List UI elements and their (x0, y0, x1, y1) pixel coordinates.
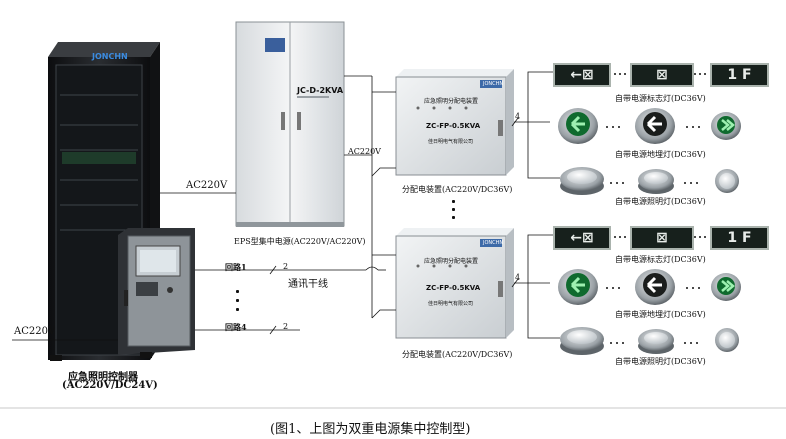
ground-light-1a (558, 108, 598, 144)
downlight-1a (560, 167, 604, 195)
box2-brand: JONCHN (483, 240, 504, 246)
eps-cabinet (235, 21, 345, 227)
loop1-label: 回路1 (225, 262, 247, 272)
controller-cabinet (48, 42, 195, 361)
loop1-wires: 2 (283, 262, 289, 271)
eps-caption: EPS型集中电源(AC220V/AC220V) (234, 237, 366, 246)
floor-sign-2: 1 F (710, 226, 769, 250)
box1-wires: 4 (515, 112, 521, 121)
exit-sign-1a: ←⊠ (553, 63, 611, 87)
light-caption-1: 自带电源照明灯(DC36V) (615, 197, 706, 206)
box1-title: 应急照明分配电装置 (424, 98, 479, 105)
eps-input-label: AC220V (186, 180, 228, 191)
ground-caption-2: 自带电源地埋灯(DC36V) (615, 310, 706, 319)
ground-light-2a (558, 269, 598, 305)
wiring (12, 71, 560, 341)
controller-label: 应急照明控制器 (68, 372, 138, 383)
downlight-2c (715, 328, 739, 352)
light-caption-2: 自带电源照明灯(DC36V) (615, 357, 706, 366)
exit-sign-1b: ⊠ (630, 63, 694, 87)
box1-maker: 佳日明电气有限公司 (428, 139, 474, 145)
ground-light-2c (711, 273, 741, 301)
figure-caption: (图1、上图为双重电源集中控制型) (270, 422, 471, 437)
ground-light-2b (635, 269, 675, 305)
downlight-1b (638, 169, 674, 194)
floor-sign-1: 1 F (710, 63, 769, 87)
box2-wires: 4 (515, 273, 521, 282)
box2-maker: 佳日明电气有限公司 (428, 301, 474, 307)
box1-brand: JONCHN (483, 81, 504, 87)
bus-voltage-label: AC220V (348, 147, 381, 156)
loop4-wires: 2 (283, 322, 289, 331)
eps-model: JC-D-2KVA (297, 86, 344, 95)
ground-caption-1: 自带电源地埋灯(DC36V) (615, 150, 706, 159)
box2-caption: 分配电装置(AC220V/DC36V) (402, 350, 513, 359)
downlight-2b (638, 329, 674, 354)
ground-light-1b (635, 108, 675, 144)
comm-line-label: 通讯干线 (288, 279, 328, 290)
downlight-1c (715, 169, 739, 193)
sign-caption-2: 自带电源标志灯(DC36V) (615, 255, 706, 264)
box2-model: ZC-FP-0.5KVA (426, 284, 481, 292)
exit-sign-2a: ←⊠ (553, 226, 611, 250)
distribution-box-1 (395, 69, 514, 176)
exit-sign-2b: ⊠ (630, 226, 694, 250)
controller-input-label: AC220V (14, 326, 56, 337)
downlight-2a (560, 327, 604, 355)
sign-caption-1: 自带电源标志灯(DC36V) (615, 94, 706, 103)
loop4-label: 回路4 (225, 322, 247, 332)
controller-spec: (AC220V/DC24V) (62, 380, 158, 391)
distribution-box-2 (395, 228, 514, 339)
ground-light-1c (711, 112, 741, 140)
box1-model: ZC-FP-0.5KVA (426, 122, 481, 130)
controller-brand: JONCHN (92, 52, 128, 61)
box1-caption: 分配电装置(AC220V/DC36V) (402, 185, 513, 194)
box2-title: 应急照明分配电装置 (424, 258, 479, 265)
